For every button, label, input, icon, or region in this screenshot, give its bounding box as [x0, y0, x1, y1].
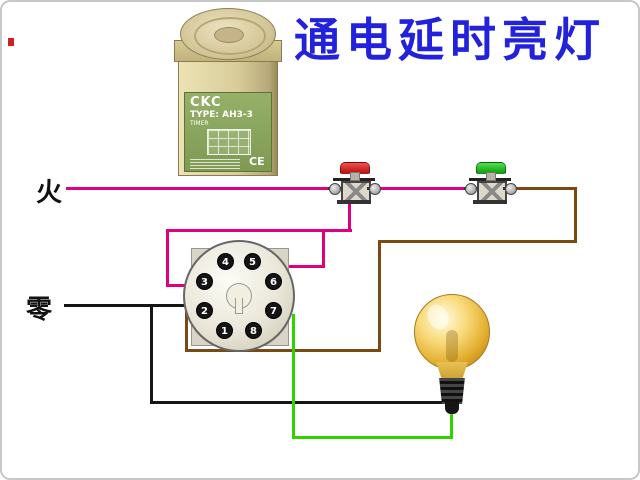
button-plunger [350, 172, 360, 181]
relay-model: TYPE: AH3-3 [190, 110, 253, 120]
wire-live-segment [166, 284, 194, 287]
wire-return-segment [185, 310, 188, 352]
socket-pin-6: 6 [265, 273, 282, 290]
socket-pin-8: 8 [245, 322, 262, 339]
live-terminal-label: 火 [36, 178, 63, 208]
terminal-screw [465, 183, 477, 195]
wire-live-segment [286, 265, 325, 268]
socket-pin-4: 4 [217, 253, 234, 270]
wire-return-segment [378, 240, 577, 243]
ce-mark: CE [249, 155, 265, 168]
wire-return-segment [378, 240, 381, 352]
neutral-terminal-label: 零 [26, 295, 53, 325]
diagram-title: 通电延时亮灯 [294, 13, 606, 67]
bulb-neck [436, 362, 468, 380]
light-bulb [412, 292, 492, 417]
wire-live-segment [166, 229, 352, 232]
relay-nameplate: CKC TYPE: AH3-3 TIMER CE [184, 92, 272, 172]
wire-live-segment [66, 187, 338, 190]
button-spring-frame [477, 181, 507, 202]
wire-return-segment [574, 187, 577, 243]
wire-return-segment [185, 349, 381, 352]
bulb-contact-tip [445, 402, 459, 414]
red-mark [8, 38, 14, 46]
button-base [473, 200, 507, 204]
button-plunger [486, 172, 496, 181]
relay-lid-ring [194, 17, 266, 55]
red-push-button [328, 162, 381, 210]
green-push-button [464, 162, 517, 210]
socket-pin-7: 7 [265, 302, 282, 319]
socket-pin-1: 1 [216, 322, 233, 339]
relay-socket: 1 2 3 4 5 6 7 8 [183, 240, 295, 352]
socket-key-slot [235, 298, 243, 314]
wire-live-segment [322, 229, 325, 268]
wire-lamp-segment [450, 413, 453, 439]
socket-pin-3: 3 [196, 273, 213, 290]
socket-keyway [226, 283, 252, 309]
terminal-screw [369, 183, 381, 195]
wire-lamp-segment [292, 436, 453, 439]
button-base [337, 200, 371, 204]
wire-live-segment [166, 229, 169, 287]
relay-brand: CKC [190, 95, 222, 110]
wire-lamp-segment [292, 314, 295, 439]
relay-sub-label: TIMER [190, 120, 209, 127]
wire-neutral-segment [150, 304, 153, 404]
timer-relay-photo: CKC TYPE: AH3-3 TIMER CE [168, 8, 286, 178]
wire-live-segment [348, 202, 351, 232]
terminal-screw [505, 183, 517, 195]
button-spring-frame [341, 181, 371, 202]
wire-neutral-segment [64, 304, 188, 307]
bulb-screw-base [439, 378, 465, 404]
terminal-screw [329, 183, 341, 195]
relay-fine-print [190, 159, 240, 169]
socket-pin-5: 5 [244, 253, 261, 270]
wire-live-segment [374, 187, 470, 190]
wire-neutral-segment [150, 401, 442, 404]
bulb-filament [446, 330, 458, 362]
bulb-glass [414, 294, 490, 370]
relay-pin-schematic [207, 129, 251, 155]
relay-lid-hub [214, 27, 244, 43]
relay-round-top [180, 8, 276, 60]
wire-return-segment [508, 187, 577, 190]
socket-pin-2: 2 [196, 302, 213, 319]
